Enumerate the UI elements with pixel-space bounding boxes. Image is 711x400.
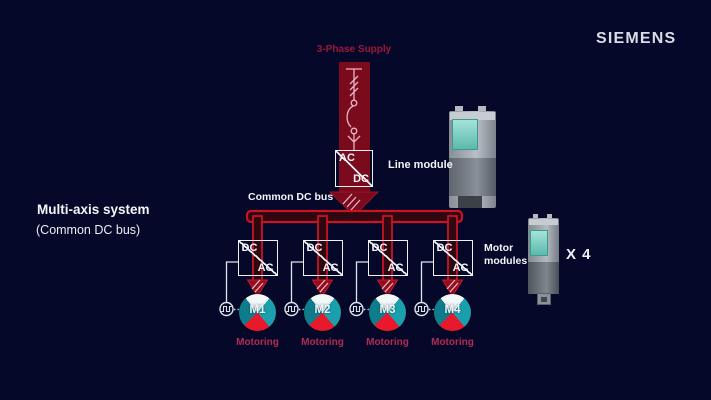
converter-output-label: AC <box>452 262 469 274</box>
system-subtitle: (Common DC bus) <box>36 223 141 237</box>
motor-icon: M1 <box>239 293 276 331</box>
motor-label: M4 <box>444 303 461 316</box>
multiplier-label: X 4 <box>566 246 592 263</box>
drive-unit: DC AC M3 Motoring <box>355 240 421 365</box>
motoring-label: Motoring <box>366 337 409 348</box>
dc-ac-converter: DC AC <box>367 240 408 276</box>
line-module-label: Line module <box>388 159 453 171</box>
dc-ac-converter: DC AC <box>237 240 278 276</box>
motor-label: M3 <box>379 303 396 316</box>
breaker-symbols-icon <box>346 68 362 150</box>
converter-output-label: AC <box>387 262 404 274</box>
drive-unit: DC AC M1 Motoring <box>225 240 291 365</box>
line-module-image <box>449 106 499 214</box>
converter-input-label: DC <box>241 242 258 254</box>
motoring-label: Motoring <box>236 337 279 348</box>
siemens-logo: SIEMENS <box>596 30 677 47</box>
drive-unit: DC AC M2 Motoring <box>290 240 356 365</box>
converter-output-label: DC <box>353 173 369 185</box>
encoder-wires <box>225 261 433 302</box>
arrow-hatches <box>251 279 459 293</box>
motor-icon: M3 <box>369 293 406 331</box>
converter-input-label: DC <box>371 242 388 254</box>
motor-label: M2 <box>314 303 331 316</box>
motoring-label: Motoring <box>301 337 344 348</box>
dc-ac-converter: DC AC <box>432 240 473 276</box>
dc-ac-converter: DC AC <box>302 240 343 276</box>
converter-input-label: AC <box>339 152 355 164</box>
motor-module-image <box>528 212 562 306</box>
supply-label: 3-Phase Supply <box>316 44 392 55</box>
converter-output-label: AC <box>257 262 274 274</box>
converter-input-label: DC <box>306 242 323 254</box>
system-title: Multi-axis system <box>37 202 150 217</box>
motor-label: M1 <box>249 303 266 316</box>
motor-icon: M4 <box>434 293 471 331</box>
converter-output-label: AC <box>322 262 339 274</box>
encoder-icons <box>219 301 429 317</box>
ac-dc-converter: AC DC <box>335 150 373 187</box>
dc-bus-line <box>245 209 464 224</box>
motoring-label: Motoring <box>431 337 474 348</box>
drive-unit: DC AC M4 Motoring <box>420 240 486 365</box>
common-dc-bus-label: Common DC bus <box>248 191 334 203</box>
motor-modules-label: Motor modules <box>484 242 528 267</box>
motor-icon: M2 <box>304 293 341 331</box>
converter-input-label: DC <box>436 242 453 254</box>
